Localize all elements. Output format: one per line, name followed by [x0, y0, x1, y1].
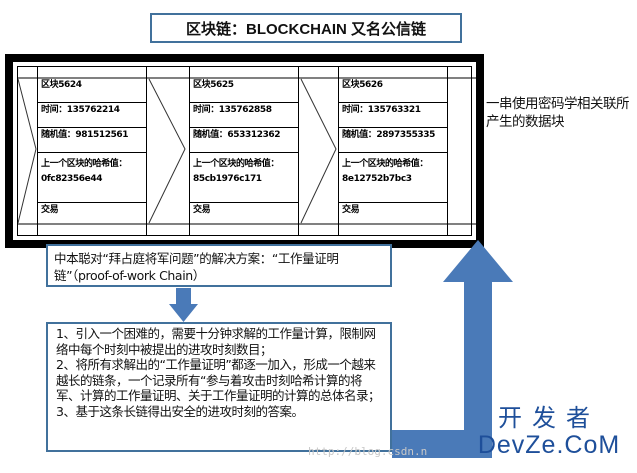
block-number: 区块5625: [190, 78, 298, 103]
chain-arrow-2-icon: [300, 78, 337, 224]
solution-box: 中本聪对“拜占庭将军问题”的解决方案：“工作量证明链”（proof-of-wor…: [46, 244, 392, 287]
block-nonce: 随机值：653312362: [190, 128, 298, 153]
site-logo: 开发者 DevZe.CoM: [469, 404, 629, 458]
block-transactions: 交易: [342, 205, 360, 215]
step-item: 2、将所有求解出的“工作量证明”都逐一加入，形成一个越来越长的链条，一个记录所有…: [56, 357, 381, 403]
down-arrow-icon: [169, 288, 198, 322]
side-note: 一串使用密码学相关联所产生的数据块: [486, 96, 630, 130]
block-nonce: 随机值：2897355335: [339, 128, 447, 153]
block-prev-hash: 上一个区块的哈希值：85cb1976c171: [190, 153, 298, 203]
block-transactions: 交易: [41, 205, 59, 215]
steps-box: 1、引入一个困难的，需要十分钟求解的工作量计算，限制网络中每个时刻中被提出的进攻…: [46, 322, 392, 452]
diagram-title: 区块链：BLOCKCHAIN 又名公信链: [150, 13, 462, 43]
step-item: 3、基于这条长链得出安全的进攻时刻的答案。: [56, 403, 304, 419]
up-right-arrow-icon: [392, 240, 513, 458]
chain-link-arrows: [18, 77, 481, 225]
logo-bottom-text: DevZe.CoM: [477, 431, 621, 459]
logo-top-text: 开发者: [498, 404, 600, 432]
chain-arrow-1-icon: [18, 78, 186, 224]
block-time: 时间：135762858: [190, 103, 298, 128]
step-item: 1、引入一个困难的，需要十分钟求解的工作量计算，限制网络中每个时刻中被提出的进攻…: [56, 326, 376, 357]
blockchain-inner-frame: 区块5624 时间：135762214 随机值：981512561 上一个区块的…: [17, 66, 481, 236]
block-time: 时间：135763321: [339, 103, 447, 128]
block-5625: 区块5625 时间：135762858 随机值：653312362 上一个区块的…: [189, 67, 299, 235]
block-transactions: 交易: [193, 205, 211, 215]
url-watermark: http://blog.csdn.n: [308, 445, 428, 458]
block-nonce: 随机值：981512561: [38, 128, 146, 153]
block-prev-hash: 上一个区块的哈希值：8e12752b7bc3: [339, 153, 447, 203]
block-number: 区块5624: [38, 78, 146, 103]
block-number: 区块5626: [339, 78, 447, 103]
block-prev-hash: 上一个区块的哈希值：0fc82356e44: [38, 153, 146, 203]
block-5626: 区块5626 时间：135763321 随机值：2897355335 上一个区块…: [338, 67, 448, 235]
block-time: 时间：135762214: [38, 103, 146, 128]
block-5624: 区块5624 时间：135762214 随机值：981512561 上一个区块的…: [37, 67, 147, 235]
blockchain-frame: 区块5624 时间：135762214 随机值：981512561 上一个区块的…: [5, 54, 484, 248]
